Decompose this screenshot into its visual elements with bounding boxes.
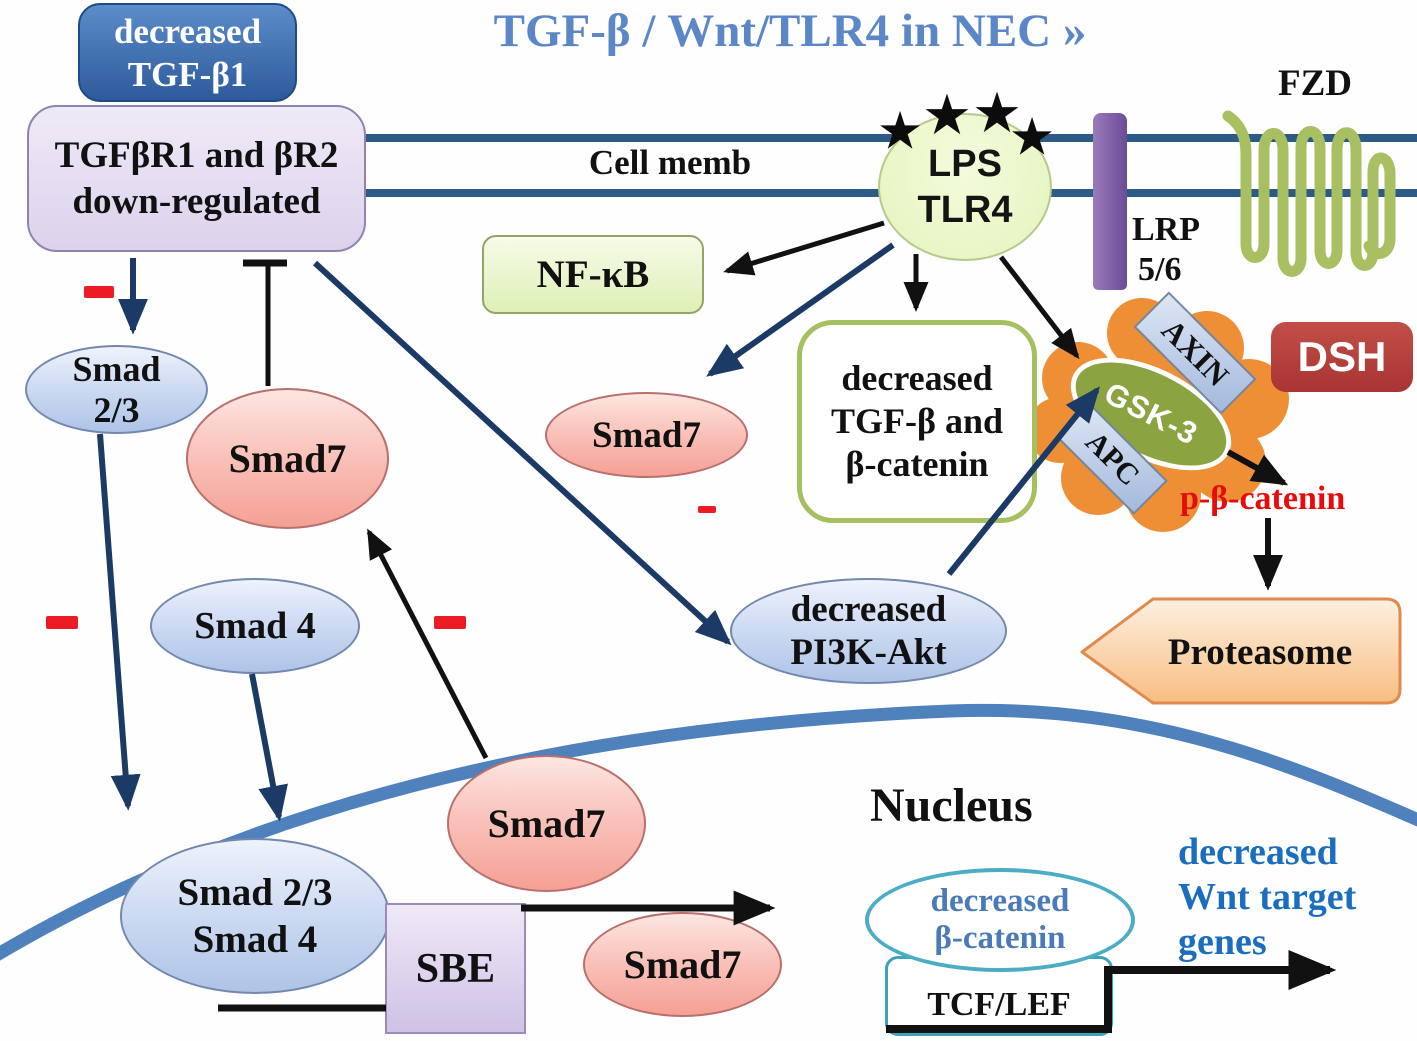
tgfbr-line2: down-regulated [72,180,321,222]
lps-star-icon: ★ [1008,109,1056,167]
fzd-receptor-squiggle [1222,110,1396,277]
smad23-line1: Smad [72,348,161,389]
decreased-tgfb1-line2: TGF-β1 [127,54,248,94]
lps-star-icon: ★ [971,83,1023,146]
smad7-nucleus-lower-node: Smad7 [583,912,782,1017]
tlr4-label: TLR4 [917,189,1013,231]
sbe-box: SBE [385,903,526,1034]
smad234-nucleus-node: Smad 2/3 Smad 4 [120,838,390,994]
nfkb-label: NF-κB [536,253,650,296]
figure-title: TGF-β / Wnt/TLR4 in NEC » [493,5,1087,57]
lps-label: LPS [928,143,1002,185]
inhibition-minus-sign [46,616,78,629]
inhibition-minus-sign [84,286,114,298]
decreased-bcatenin-node: decreased β-catenin [865,868,1135,972]
lrp-line1: LRP [1132,211,1200,248]
arrow-smad23-to-nucleus [97,433,141,811]
cell-membrane-label: Cell memb [588,143,752,182]
arrow-tlr4-to-nfkb [723,220,885,276]
decreased-tgfb-bcatenin-box: decreased TGF-β and β-catenin [797,320,1037,523]
dec-bcat-line2: β-catenin [934,920,1066,956]
tgfbr-downregulated-box: TGFβR1 and βR2 down-regulated [27,105,366,252]
smad234-line1: Smad 2/3 [177,871,333,914]
arrow-smad4-to-nucleus [249,673,288,822]
lps-star-icon: ★ [921,85,973,148]
tgfbr-line1: TGFβR1 and βR2 [54,134,339,176]
lrp56-receptor [1093,113,1127,290]
wnt-line3: genes [1178,921,1267,963]
pi3k-line1: decreased [790,589,947,630]
pi3k-line2: PI3K-Akt [790,632,947,673]
smad7-mid-label: Smad7 [592,414,701,456]
smad23-line2: 2/3 [93,389,140,430]
smad7-left-node: Smad7 [186,388,389,529]
smad7-nucleus-upper-node: Smad7 [447,755,646,892]
smad4-node: Smad 4 [150,578,360,674]
nucleus-label: Nucleus [870,779,1033,832]
inhibition-minus-sign [434,616,466,629]
decreased-wnt-target-label: decreased Wnt target genes [1178,830,1356,965]
smad7-left-label: Smad7 [228,436,347,481]
dec-tgfb-line2: TGF-β and [830,401,1003,441]
smad4-label: Smad 4 [194,605,316,647]
smad7-mid-node: Smad7 [545,392,748,478]
inhibition-minus-sign [698,506,716,513]
wnt-line2: Wnt target [1178,876,1357,918]
smad7-nucleus-lower-label: Smad7 [623,942,742,987]
dec-tgfb-line1: decreased [841,358,993,398]
dsh-node: DSH [1271,322,1413,392]
smad23-node: Smad 2/3 [25,345,208,434]
sbe-label: SBE [415,945,496,992]
dec-tgfb-line3: β-catenin [845,444,989,484]
smad234-line2: Smad 4 [192,918,318,961]
tcf-lef-label: TCF/LEF [927,986,1071,1023]
lrp-line2: 5/6 [1138,251,1182,288]
proteasome-label: Proteasome [1167,632,1353,673]
arrow-nuclear-smad7-feedback [366,528,489,760]
decreased-tgfb1-box: decreased TGF-β1 [78,3,297,102]
dec-bcat-line1: decreased [930,883,1070,919]
arrow-gsk3-to-pbcatenin [1226,449,1289,486]
decreased-pi3k-akt-node: decreased PI3K-Akt [730,578,1007,684]
lrp56-label: LRP 5/6 [1132,210,1200,290]
fzd-label: FZD [1278,63,1352,104]
lps-star-icon: ★ [876,103,924,161]
smad7-nucleus-upper-label: Smad7 [487,801,606,846]
dsh-label: DSH [1297,333,1387,380]
wnt-line1: decreased [1178,831,1338,873]
nfkb-node: NF-κB [482,235,704,314]
decreased-tgfb1-line1: decreased [113,11,262,51]
lps-tlr4-receptor: LPS TLR4 [878,113,1052,261]
p-beta-catenin-label: p-β-catenin [1180,480,1346,517]
